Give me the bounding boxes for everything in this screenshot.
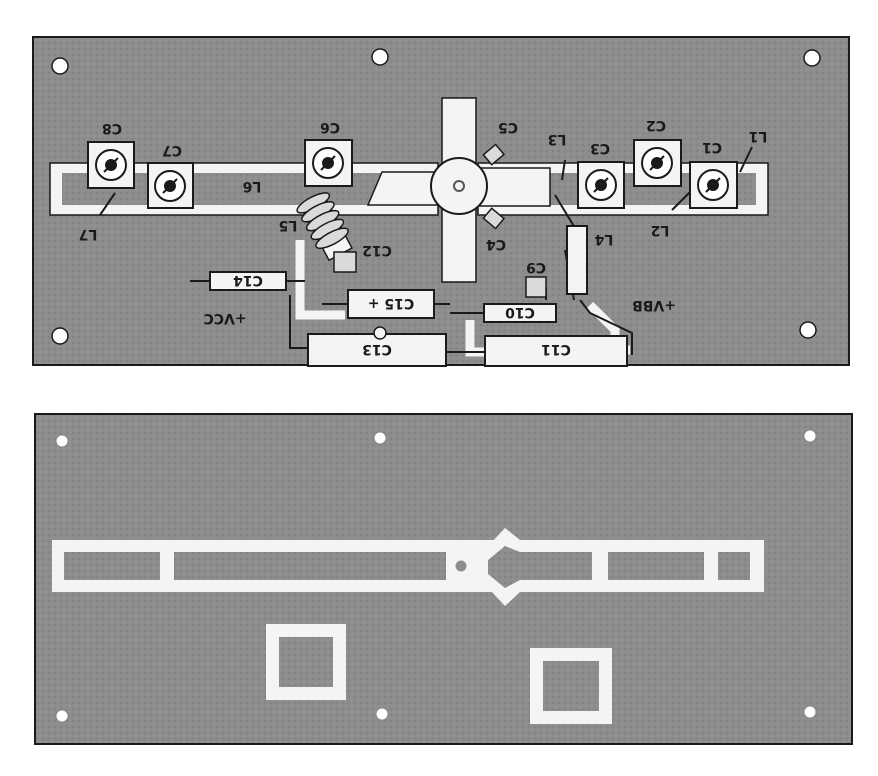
- label-c8: C8: [102, 120, 122, 136]
- transistor-lead-right: [477, 167, 551, 207]
- transistor-center: [453, 180, 465, 192]
- label-c3: C3: [590, 140, 610, 156]
- mounting-hole: [803, 429, 817, 443]
- mounting-hole: [373, 431, 387, 445]
- capacitor-c11-body: [484, 335, 628, 367]
- trimmer-c7: [147, 162, 194, 209]
- capacitor-c12: [333, 251, 357, 273]
- trimmer-c1: [689, 161, 738, 209]
- transistor: [366, 97, 551, 283]
- square-pad-left-inner: [279, 637, 333, 687]
- label-vcc: +VCC: [203, 310, 246, 326]
- label-l7: L7: [79, 226, 98, 242]
- mounting-hole: [51, 57, 69, 75]
- label-l4: L4: [594, 231, 613, 247]
- trimmer-c2: [633, 139, 682, 187]
- top-board: C8 C7 C6 C5 L3 C3 C2 C1 L1 L6 L7 L5 C4 L…: [32, 36, 850, 367]
- wire: [739, 146, 753, 173]
- label-c5: C5: [498, 119, 518, 135]
- wire: [554, 194, 576, 229]
- strip-segment: [64, 552, 160, 580]
- wire: [99, 192, 116, 216]
- wire: [579, 299, 591, 314]
- wire: [671, 191, 691, 211]
- label-c14: C14: [233, 272, 263, 288]
- strip-segment: [608, 552, 704, 580]
- mounting-hole: [803, 49, 821, 67]
- mounting-hole: [51, 327, 69, 345]
- label-c7: C7: [162, 142, 182, 158]
- mounting-hole: [371, 48, 389, 66]
- capacitor-c5: [482, 143, 506, 166]
- mounting-hole: [375, 707, 389, 721]
- label-vbb: +VBB: [632, 297, 676, 313]
- coil-l5: [296, 192, 353, 262]
- strip-segment: [174, 552, 446, 580]
- label-l1: L1: [749, 128, 768, 144]
- bottom-board: [34, 413, 853, 745]
- label-c15: C15 +: [368, 295, 414, 311]
- inductor-l4: [566, 225, 588, 295]
- label-c4: C4: [486, 236, 506, 252]
- wire: [589, 312, 633, 355]
- label-c11: C11: [541, 341, 571, 357]
- label-c12: C12: [362, 242, 392, 258]
- label-l3: L3: [548, 131, 567, 147]
- via: [452, 557, 470, 575]
- label-c6: C6: [320, 119, 340, 135]
- via: [373, 326, 387, 340]
- square-pad-right-inner: [543, 661, 599, 711]
- strip-segment: [488, 546, 592, 588]
- mounting-hole: [55, 434, 69, 448]
- trimmer-c6: [304, 139, 353, 187]
- mounting-hole: [799, 321, 817, 339]
- bias-trace: [295, 240, 345, 320]
- trimmer-c8: [87, 141, 135, 189]
- mounting-hole: [55, 709, 69, 723]
- component-c10-body: [483, 303, 557, 323]
- wire: [289, 295, 308, 349]
- label-l2: L2: [651, 222, 670, 238]
- mounting-hole: [803, 705, 817, 719]
- label-c13: C13: [362, 341, 392, 357]
- trimmer-c3: [577, 161, 625, 209]
- label-c9: C9: [526, 259, 546, 275]
- wire: [561, 159, 566, 181]
- capacitor-c15-body: [347, 289, 435, 319]
- capacitor-c4: [482, 207, 506, 230]
- capacitor-c9: [525, 276, 547, 298]
- label-c1: C1: [702, 139, 722, 155]
- transistor-body: [430, 157, 488, 215]
- component-c14-body: [209, 271, 287, 291]
- label-c2: C2: [646, 117, 666, 133]
- strip-segment: [718, 552, 750, 580]
- label-l5: L5: [279, 217, 298, 233]
- label-l6: L6: [243, 178, 262, 194]
- label-c10: C10: [505, 304, 535, 320]
